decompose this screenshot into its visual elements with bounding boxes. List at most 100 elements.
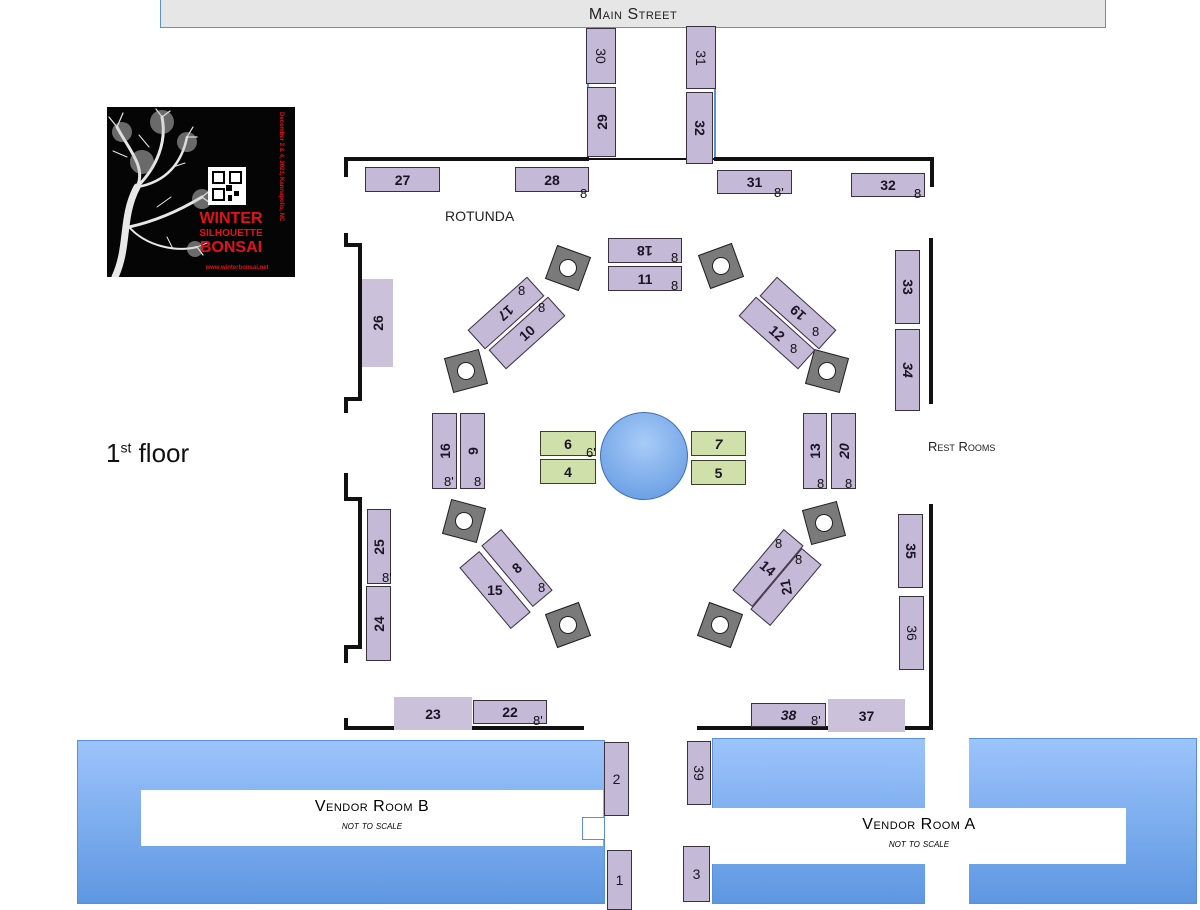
table-32[interactable]: 32 xyxy=(851,173,925,197)
table-27[interactable]: 27 xyxy=(365,167,440,192)
bonsai-tree-icon xyxy=(108,108,213,277)
table-17-number: 17 xyxy=(494,301,518,325)
vendor-room-b-title: Vendor Room B xyxy=(314,798,430,815)
wall-left-upper-stub1 xyxy=(344,233,348,247)
wall-left-upper xyxy=(358,243,362,401)
vendor-room-a-subtitle: not to scale xyxy=(888,838,950,850)
table-21-number: 21 xyxy=(776,577,796,597)
logo-line1: WINTER xyxy=(199,210,263,227)
table-32-entrance[interactable]: 32 xyxy=(686,92,713,164)
floor-suffix: st xyxy=(120,439,132,456)
table-3-number: 3 xyxy=(692,866,701,882)
logo-line3: BONSAI xyxy=(199,239,263,256)
table-5-number: 5 xyxy=(714,464,723,481)
table-9[interactable]: 9 xyxy=(460,413,485,489)
table-35[interactable]: 35 xyxy=(898,514,923,588)
table-37-number: 37 xyxy=(858,707,875,724)
planter-icon xyxy=(801,500,847,546)
table-4[interactable]: 4 xyxy=(540,459,596,484)
wall-left-lower-stub1 xyxy=(344,473,348,501)
table-18-number: 18 xyxy=(637,242,653,259)
table-19-number: 19 xyxy=(786,301,810,325)
entrance-corridor-line xyxy=(588,158,716,160)
vendor-room-b-door xyxy=(582,817,605,840)
table-39[interactable]: 39 xyxy=(687,741,711,805)
table-7-number: 7 xyxy=(714,435,723,452)
table-38-number: 38 xyxy=(780,707,797,723)
table-23-number: 23 xyxy=(425,705,441,722)
main-street-label: Main Street xyxy=(588,6,678,23)
logo-url: www.winterbonsai.net xyxy=(205,265,269,271)
wall-top-right-stub xyxy=(930,157,934,187)
floor-word: floor xyxy=(131,438,190,468)
table-26-number: 26 xyxy=(369,315,386,331)
table-8-number: 8 xyxy=(508,559,526,577)
table-31-number: 31 xyxy=(746,174,763,190)
table-6-number: 6 xyxy=(564,435,572,452)
table-22[interactable]: 22 xyxy=(473,700,547,724)
vendor-room-a-title: Vendor Room A xyxy=(862,816,976,833)
restrooms-label: Rest Rooms xyxy=(928,439,996,454)
table-38[interactable]: 38 xyxy=(751,703,826,727)
table-6[interactable]: 6 xyxy=(540,431,596,456)
table-7[interactable]: 7 xyxy=(691,431,746,456)
wall-top-left-stub xyxy=(344,157,348,177)
planter-icon xyxy=(804,348,850,394)
table-28[interactable]: 28 xyxy=(515,167,589,192)
logo-line2: SILHOUETTE xyxy=(199,228,263,239)
table-13-number: 13 xyxy=(806,443,823,459)
table-25-number: 25 xyxy=(370,538,387,555)
wall-bottom-right xyxy=(697,726,933,730)
table-34-number: 34 xyxy=(899,362,916,378)
table-31-entrance[interactable]: 31 xyxy=(686,26,716,89)
table-37[interactable]: 37 xyxy=(828,699,905,732)
table-4-number: 4 xyxy=(564,463,572,480)
event-logo: WINTER SILHOUETTE BONSAI December 2 & 4,… xyxy=(107,107,295,277)
vendor-room-b-label: Vendor Room B not to scale xyxy=(141,790,603,846)
table-11[interactable]: 11 xyxy=(608,266,682,291)
wall-left-lower-stub2 xyxy=(344,645,348,663)
table-35-number: 35 xyxy=(902,543,919,559)
table-5[interactable]: 5 xyxy=(691,460,746,485)
table-3[interactable]: 3 xyxy=(683,846,710,902)
wall-left-lower-cap2 xyxy=(344,645,362,649)
table-24[interactable]: 24 xyxy=(366,586,391,661)
table-33[interactable]: 33 xyxy=(895,250,920,324)
wall-right-lower xyxy=(929,504,933,730)
table-31[interactable]: 31 xyxy=(717,170,792,194)
planter-icon xyxy=(697,242,745,290)
floor-label: 1st floor xyxy=(106,438,189,469)
table-33-number: 33 xyxy=(899,279,916,295)
table-29[interactable]: 29 xyxy=(587,87,616,157)
table-18[interactable]: 18 xyxy=(608,238,682,263)
table-12-number: 12 xyxy=(765,321,789,345)
table-25[interactable]: 25 xyxy=(367,509,391,584)
table-23[interactable]: 23 xyxy=(394,697,472,730)
table-1[interactable]: 1 xyxy=(607,850,632,910)
table-20[interactable]: 20 xyxy=(831,413,856,489)
table-20-number: 20 xyxy=(835,443,852,459)
planter-icon xyxy=(443,348,489,394)
wall-left-lower xyxy=(358,497,362,649)
table-2-number: 2 xyxy=(612,771,621,787)
wall-left-upper-cap1 xyxy=(344,243,362,247)
table-32-number: 32 xyxy=(880,177,896,193)
wall-top-left xyxy=(344,157,589,161)
table-24-number: 24 xyxy=(370,615,387,632)
planter-icon xyxy=(544,244,592,292)
table-36[interactable]: 36 xyxy=(899,596,924,670)
planter-icon xyxy=(544,601,592,649)
table-30[interactable]: 30 xyxy=(586,28,616,84)
table-15-number: 15 xyxy=(487,581,503,598)
table-16[interactable]: 16 xyxy=(432,413,457,489)
planter-icon xyxy=(441,498,487,544)
table-9-number: 9 xyxy=(464,447,481,455)
table-2[interactable]: 2 xyxy=(604,742,629,816)
fountain xyxy=(600,412,688,500)
table-10-number: 10 xyxy=(515,321,539,345)
table-13[interactable]: 13 xyxy=(803,413,827,489)
table-30-number: 30 xyxy=(592,48,609,64)
qr-code-icon xyxy=(208,167,246,205)
table-26[interactable]: 26 xyxy=(362,279,393,367)
table-34[interactable]: 34 xyxy=(895,329,920,411)
